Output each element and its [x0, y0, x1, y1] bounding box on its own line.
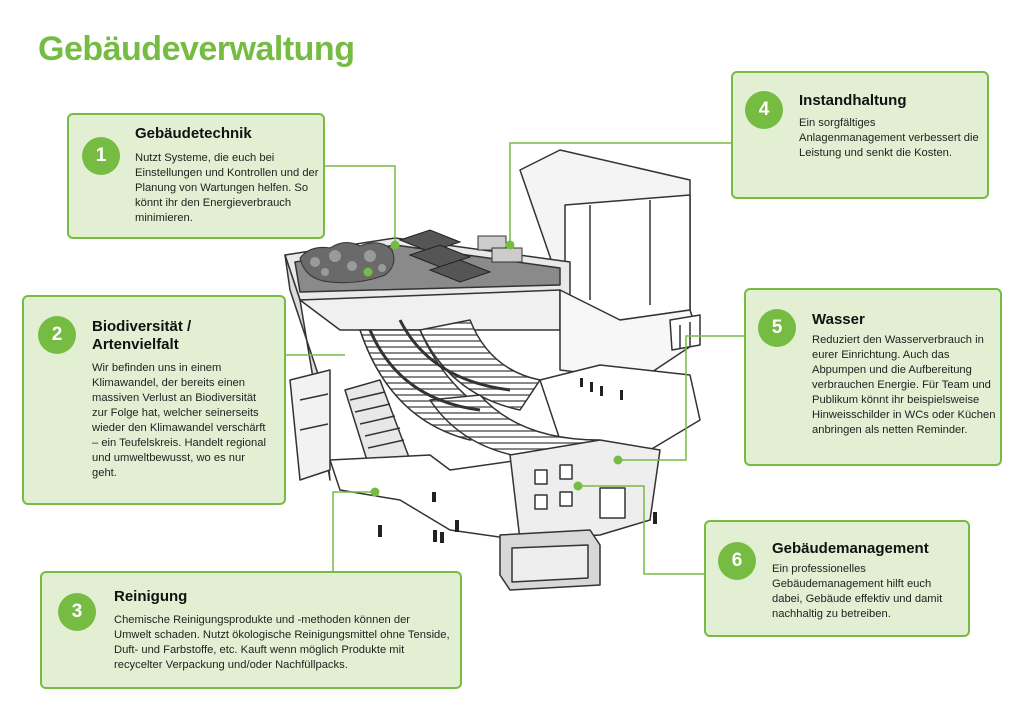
- card-text: Wir befinden uns in einem Klimawandel, d…: [92, 362, 266, 479]
- number-badge: 5: [758, 309, 796, 347]
- number-badge: 4: [745, 91, 783, 129]
- card-heading: Gebäudemanagement: [772, 540, 929, 557]
- card-gebaeudemanagement: 6 Gebäudemanagement Ein professionelles …: [704, 520, 970, 637]
- card-text: Ein professionelles Gebäudemanagement hi…: [772, 563, 943, 620]
- card-heading: Biodiversität / Artenvielfalt: [92, 318, 192, 353]
- number-badge: 3: [58, 593, 96, 631]
- card-wasser: 5 Wasser Reduziert den Wasserverbrauch i…: [744, 288, 1002, 466]
- card-text: Reduziert den Wasserverbrauch in eurer E…: [812, 334, 996, 436]
- card-text: Nutzt Systeme, die euch bei Einstellunge…: [135, 152, 319, 224]
- card-biodiversitaet: 2 Biodiversität / Artenvielfalt Wir befi…: [22, 295, 286, 505]
- card-heading: Wasser: [812, 311, 865, 328]
- card-reinigung: 3 Reinigung Chemische Reinigungsprodukte…: [40, 571, 462, 689]
- number-badge: 1: [82, 137, 120, 175]
- card-text: Ein sorgfältiges Anlagenmanagement verbe…: [799, 117, 979, 159]
- card-heading: Instandhaltung: [799, 92, 907, 109]
- page-title: Gebäudeverwaltung: [38, 30, 355, 68]
- number-badge: 2: [38, 316, 76, 354]
- card-text: Chemische Reinigungsprodukte und -method…: [114, 614, 450, 671]
- card-gebaeudetechnik: 1 Gebäudetechnik Nutzt Systeme, die euch…: [67, 113, 325, 239]
- card-heading: Gebäudetechnik: [135, 125, 252, 142]
- card-heading: Reinigung: [114, 588, 188, 605]
- card-instandhaltung: 4 Instandhaltung Ein sorgfältiges Anlage…: [731, 71, 989, 199]
- number-badge: 6: [718, 542, 756, 580]
